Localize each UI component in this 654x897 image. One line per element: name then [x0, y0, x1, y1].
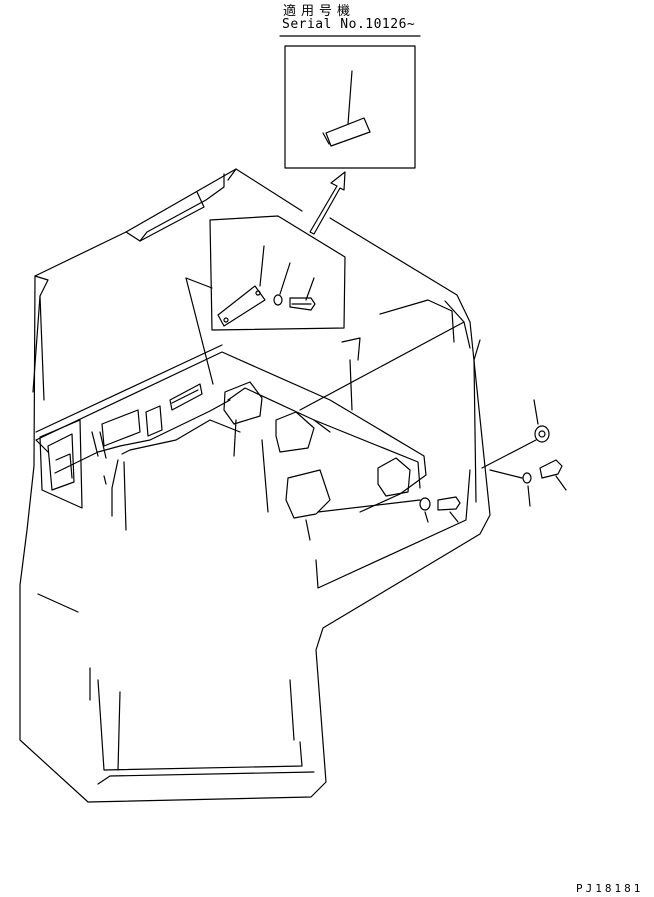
callout-arrow [309, 171, 346, 235]
detail-box-middle [209, 215, 346, 331]
applicable-model-label: 適用号機 [283, 4, 356, 19]
cab-body [19, 168, 491, 803]
window-frame [37, 339, 481, 785]
fastener-group-center [317, 496, 461, 523]
detail-box-top [284, 45, 416, 169]
drawing-code: PJ18181 [576, 882, 644, 895]
fastener-group-right [481, 399, 567, 507]
dash-panel [35, 351, 427, 519]
serial-number-label: Serial No.10126~ [282, 17, 416, 32]
leader-line [185, 277, 213, 289]
leader-line [185, 277, 214, 385]
